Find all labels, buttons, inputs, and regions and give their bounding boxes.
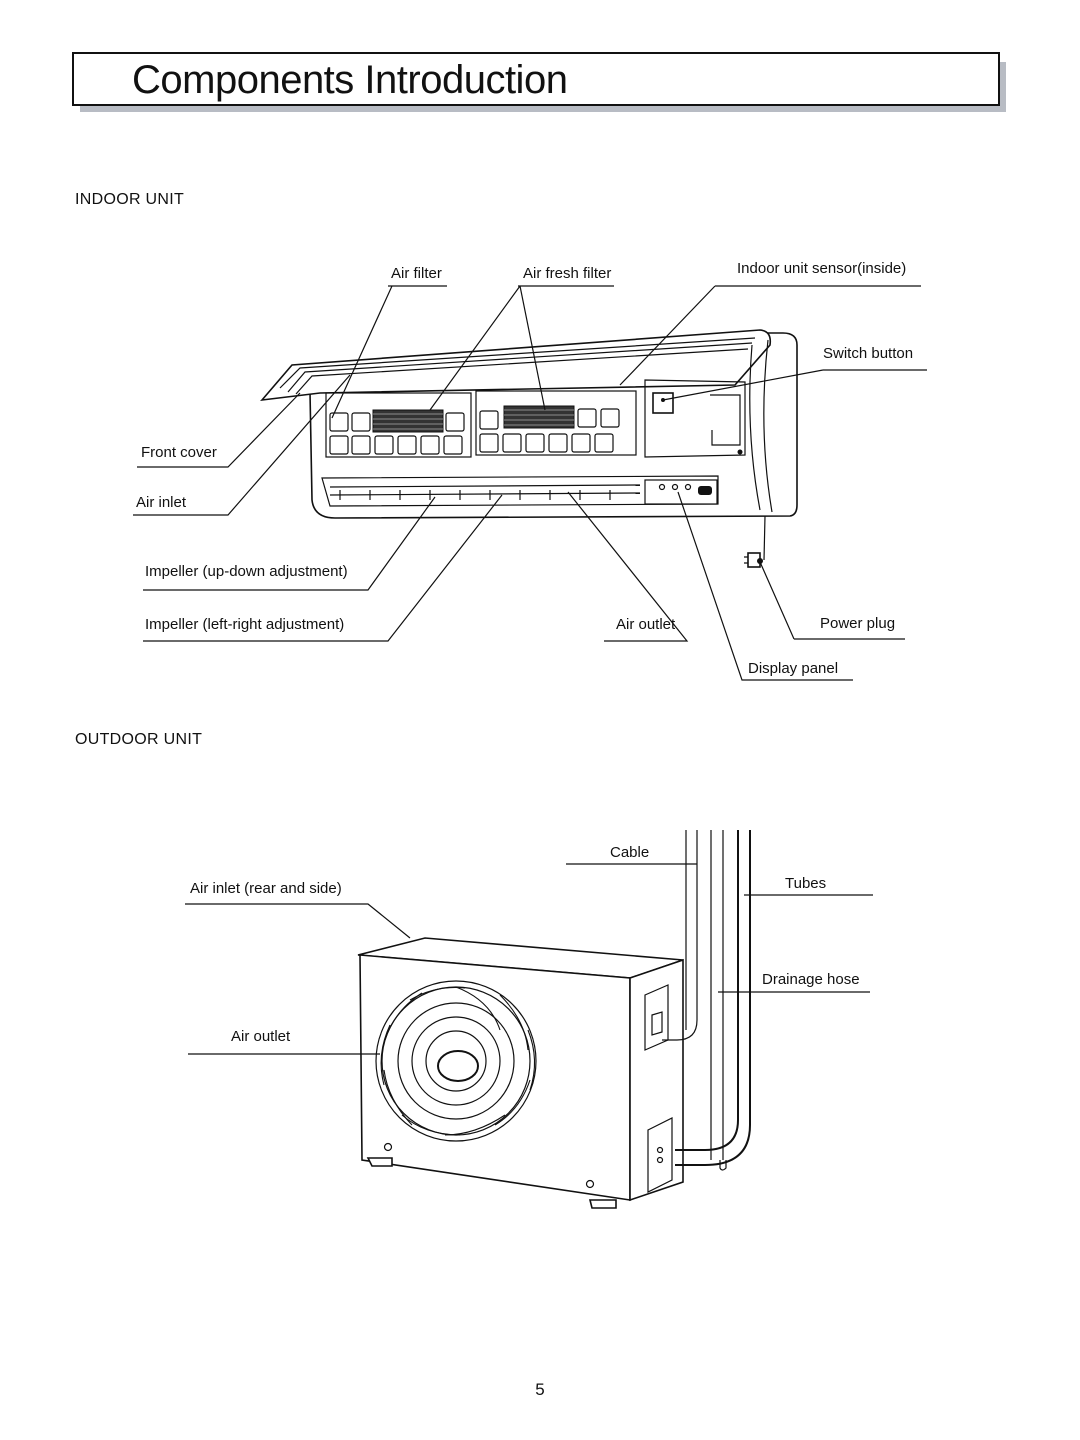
label-impeller-up-down: Impeller (up-down adjustment) xyxy=(145,563,348,580)
outdoor-unit-heading: OUTDOOR UNIT xyxy=(75,731,203,748)
air-filter-grid-left xyxy=(325,392,472,458)
label-display-panel: Display panel xyxy=(748,660,839,677)
label-switch-button: Switch button xyxy=(823,345,914,362)
switch-button-icon xyxy=(652,392,674,414)
title-box: Components Introduction xyxy=(72,52,1000,106)
label-indoor-unit-sensor: Indoor unit sensor(inside) xyxy=(737,260,907,277)
indoor-leader-lines xyxy=(133,285,927,681)
label-power-plug: Power plug xyxy=(820,615,896,632)
label-air-fresh-filter: Air fresh filter xyxy=(523,265,612,282)
outdoor-leader-lines xyxy=(185,863,873,1055)
label-air-inlet-rear-side: Air inlet (rear and side) xyxy=(190,880,342,897)
label-cable: Cable xyxy=(610,844,650,861)
label-tubes: Tubes xyxy=(785,875,827,892)
label-air-filter: Air filter xyxy=(391,265,442,282)
air-filter-grid-right xyxy=(475,390,637,456)
label-air-inlet: Air inlet xyxy=(136,494,187,511)
label-front-cover: Front cover xyxy=(141,444,217,461)
page-number: 5 xyxy=(535,1380,545,1399)
indoor-unit-drawing xyxy=(260,329,798,568)
label-impeller-left-right: Impeller (left-right adjustment) xyxy=(145,616,345,633)
outdoor-unit-drawing xyxy=(357,830,751,1209)
label-drainage-hose: Drainage hose xyxy=(762,971,860,988)
indoor-unit-heading: INDOOR UNIT xyxy=(75,191,185,208)
page-title: Components Introduction xyxy=(132,58,568,102)
label-air-outlet-outdoor: Air outlet xyxy=(231,1028,291,1045)
label-air-outlet-indoor: Air outlet xyxy=(616,616,676,633)
